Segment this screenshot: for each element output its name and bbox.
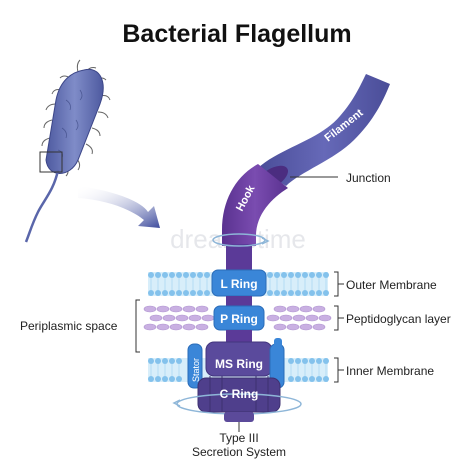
stator-label: Stator bbox=[191, 358, 201, 382]
peptidoglycan-layer bbox=[143, 305, 332, 331]
hook bbox=[222, 164, 288, 246]
junction-label: Junction bbox=[346, 171, 391, 185]
bacterium-flagellum bbox=[24, 169, 60, 243]
zoom-box bbox=[39, 151, 63, 173]
peptidoglycan-layer-label: Peptidoglycan layer bbox=[346, 312, 451, 326]
periplasmic-space-label: Periplasmic space bbox=[20, 319, 118, 333]
filament bbox=[258, 74, 390, 186]
outer-membrane-label: Outer Membrane bbox=[346, 278, 437, 292]
bacterium-body bbox=[45, 68, 104, 174]
p-ring-label: P Ring bbox=[220, 312, 258, 326]
type3-label-line1: Type III bbox=[219, 431, 258, 445]
bacterium-illustration bbox=[24, 59, 111, 243]
export-apparatus bbox=[224, 412, 254, 422]
type3-label-line2: Secretion System bbox=[192, 445, 286, 459]
inner-membrane bbox=[148, 358, 329, 382]
rod bbox=[226, 244, 252, 274]
page-title: Bacterial Flagellum bbox=[122, 20, 352, 48]
ms-ring-label: MS Ring bbox=[215, 357, 263, 371]
leader-lines bbox=[135, 176, 344, 432]
l-ring-label: L Ring bbox=[220, 277, 257, 291]
stator-left bbox=[187, 343, 203, 389]
c-ring-label: C Ring bbox=[220, 387, 259, 401]
magnify-arrow bbox=[78, 186, 160, 228]
inner-membrane-label: Inner Membrane bbox=[346, 364, 434, 378]
